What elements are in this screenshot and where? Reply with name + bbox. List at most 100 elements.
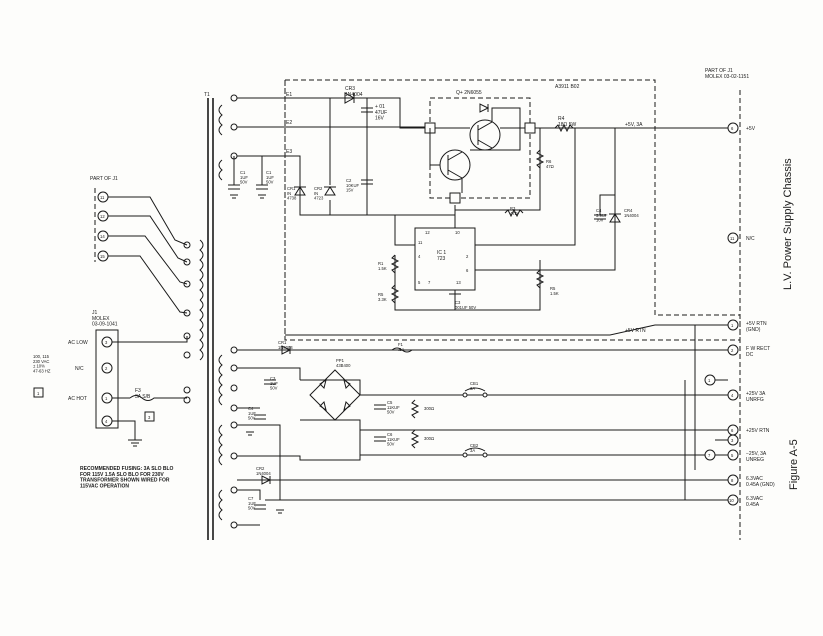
voltage-note-box: 1	[37, 391, 40, 396]
ic1-pin-5: 5	[418, 280, 421, 285]
ac-pin-label-0: AC LOW	[68, 340, 88, 346]
ic1-body	[414, 227, 476, 291]
ground-j1	[128, 439, 142, 447]
right-pin-num-5: 6	[731, 428, 734, 433]
figure-number: Figure A-5	[788, 439, 800, 490]
right-pins	[704, 122, 739, 506]
e3-label: E3	[286, 149, 292, 155]
figure-title: L.V. Power Supply Chassis	[782, 158, 794, 290]
left-pin-3: 15	[100, 254, 105, 259]
right-pin-label-2: +5V RTN(GND)	[746, 321, 767, 333]
left-pin-1: 12	[100, 214, 105, 219]
right-pin-num-4: 4	[731, 393, 734, 398]
fuse-box-num: 3	[148, 415, 151, 420]
left-pin-2: 14	[100, 234, 105, 239]
q-label: Q+ 2N6055	[456, 90, 482, 96]
ic1-pin-2: 2	[466, 254, 469, 259]
right-pin-label-1: N/C	[746, 236, 755, 242]
r-a-label: 300Ω	[424, 406, 434, 411]
right-pin-num-2: 1	[731, 323, 734, 328]
right-pin-num-6: 5	[731, 453, 734, 458]
j1-header: PART OF J1	[90, 176, 118, 182]
right-pin-num-3: 2	[731, 348, 734, 353]
side-pin-1: 3	[731, 438, 734, 443]
ac-pin-num-2: 1	[105, 396, 108, 401]
e2-label: E2	[286, 120, 292, 126]
ic1-pin-12: 12	[425, 230, 430, 235]
ac-connector-body	[95, 329, 119, 429]
rtn-label: +5V RTN	[625, 328, 646, 334]
secondary-taps	[230, 94, 238, 529]
right-pin-label-5: +25V RTN	[746, 428, 770, 434]
e1-label: E1	[286, 92, 292, 98]
ic1-pin-11: 11	[418, 240, 423, 245]
out5-label: +5V, 3A	[625, 122, 643, 128]
right-pin-num-8: 10	[729, 498, 734, 503]
ic1-pin-6: 6	[466, 268, 469, 273]
ac-pin-num-1: 2	[105, 366, 108, 371]
right-pin-num-0: 6	[731, 126, 734, 131]
board-label: A3911 B02	[555, 84, 580, 90]
side-pin-0: 1	[708, 378, 711, 383]
ac-pin-num-3: 4	[105, 419, 108, 424]
fuse-f3	[129, 395, 187, 401]
ac-pins	[101, 336, 113, 427]
r-b-label: 300Ω	[424, 436, 434, 441]
transformer-t1	[199, 98, 223, 540]
side-pin-2: 7	[708, 453, 711, 458]
lower-wires	[237, 325, 728, 526]
f1b-label: F1.5A	[398, 342, 404, 352]
right-pin-num-1: 11	[730, 236, 735, 241]
upper-wires	[233, 97, 728, 336]
t1-label: T1	[204, 92, 210, 98]
left-pin-group	[97, 191, 188, 314]
ic1-pin-4: 4	[418, 254, 421, 259]
ic1-pin-10: 10	[455, 230, 460, 235]
ic1-pin-13: 13	[456, 280, 461, 285]
lower-components	[246, 345, 488, 514]
left-pin-0: 11	[100, 195, 105, 200]
primary-taps	[183, 241, 191, 404]
ic1-pin-7: 7	[428, 280, 431, 285]
ac-pin-label-1: N/C	[75, 366, 84, 372]
right-pin-num-7: 8	[731, 478, 734, 483]
ac-pin-num-0: 3	[105, 340, 108, 345]
right-pin-label-0: +5V	[746, 126, 756, 132]
